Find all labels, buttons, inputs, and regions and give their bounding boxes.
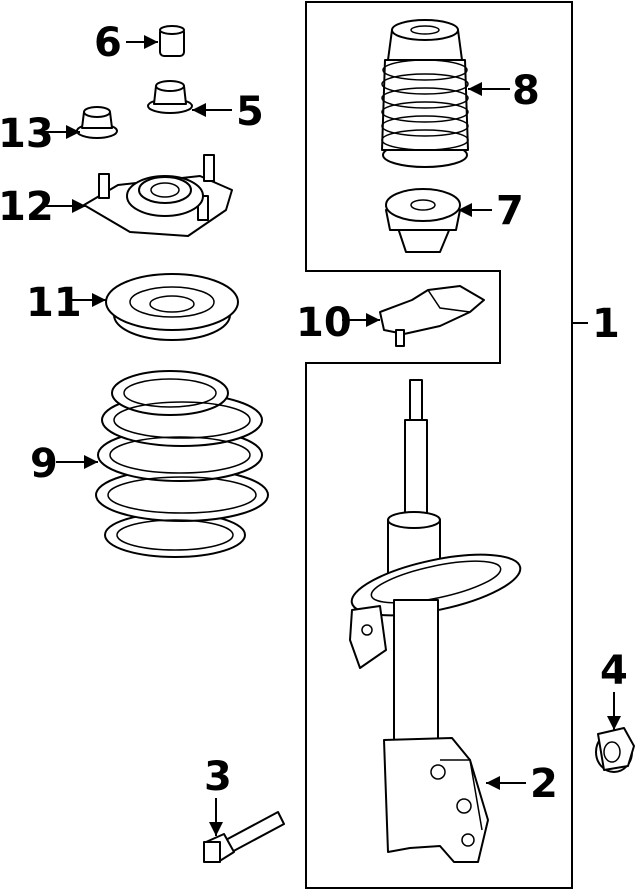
callout-10: 10	[296, 300, 352, 346]
part-5-nut[interactable]	[147, 80, 193, 114]
callout-5: 5	[236, 89, 264, 135]
part-11-spring-seat[interactable]	[105, 273, 239, 341]
part-13-flange-nut[interactable]	[76, 106, 118, 139]
part-4-nut[interactable]	[595, 727, 635, 773]
callout-6: 6	[94, 20, 122, 66]
strut-assembly-outline	[305, 1, 588, 889]
callout-2: 2	[530, 761, 558, 807]
part-9-coil-spring[interactable]	[95, 370, 269, 558]
callout-13: 13	[0, 111, 54, 157]
callout-3: 3	[204, 754, 232, 800]
callout-labels: 6 5 13 12 11 9 8 7 10 1 4 3 2	[0, 20, 628, 807]
part-6-cap[interactable]	[159, 25, 185, 57]
part-8-dust-boot[interactable]	[381, 19, 469, 168]
callout-8: 8	[512, 68, 540, 114]
callout-4: 4	[600, 648, 628, 694]
part-12-strut-mount[interactable]	[83, 154, 233, 237]
callout-12: 12	[0, 184, 54, 230]
part-3-bolt[interactable]	[203, 811, 285, 863]
callout-1: 1	[592, 301, 620, 347]
callout-9: 9	[30, 441, 58, 487]
callout-7: 7	[496, 188, 524, 234]
part-7-bump-stop[interactable]	[385, 188, 461, 253]
part-1-strut[interactable]	[347, 379, 526, 863]
part-10-bracket[interactable]	[379, 285, 485, 347]
leader-lines	[42, 35, 621, 836]
callout-11: 11	[26, 280, 82, 326]
